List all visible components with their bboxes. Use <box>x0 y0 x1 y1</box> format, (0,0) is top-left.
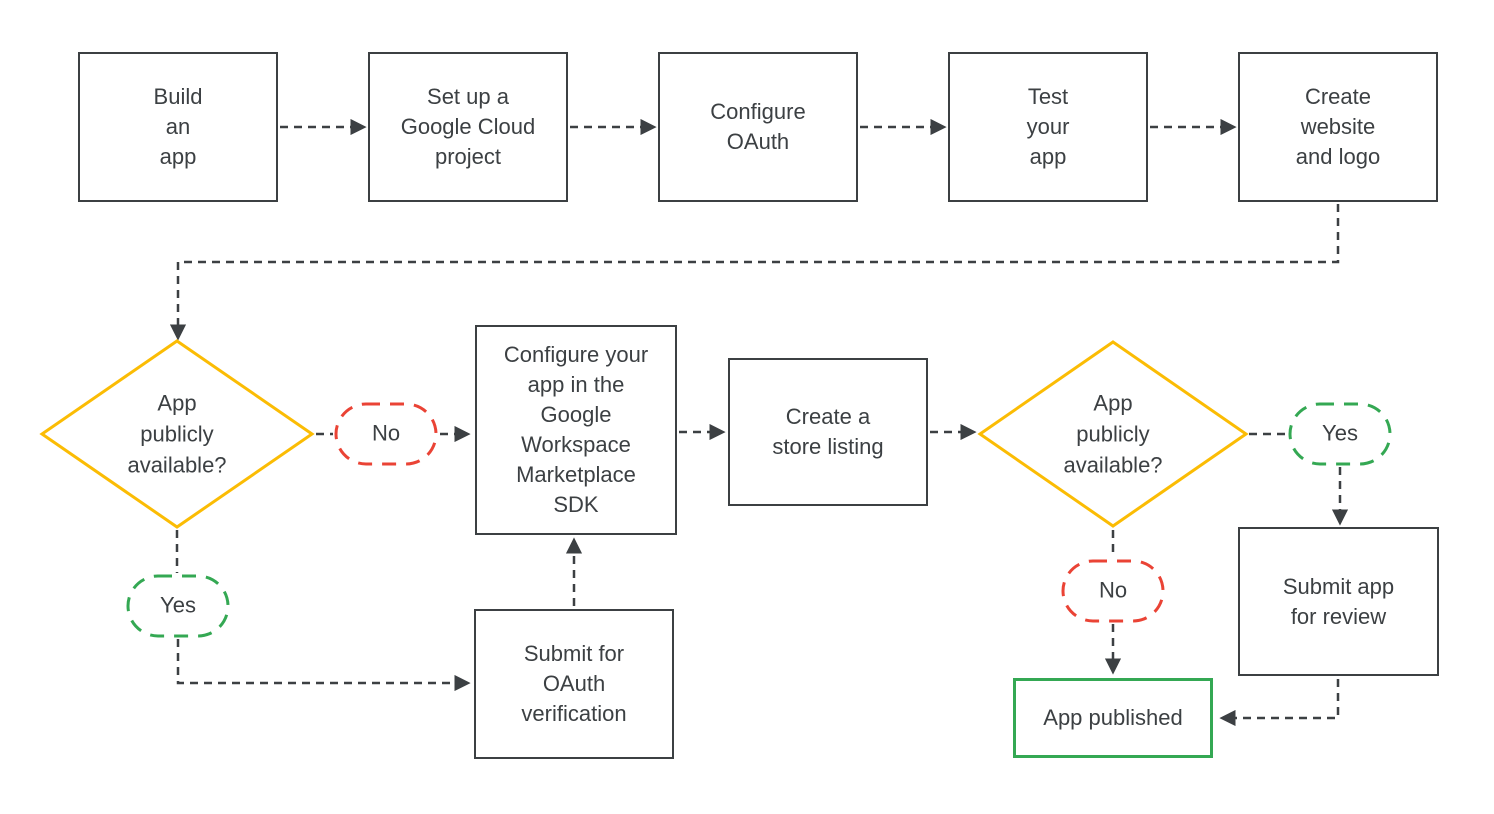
step-submit-app-for-review: Submit app for review <box>1238 527 1439 676</box>
step-create-website-and-logo: Create website and logo <box>1238 52 1438 202</box>
decision-left-shape <box>39 339 315 529</box>
no-right-shape <box>1061 559 1165 623</box>
yes-left-shape <box>126 574 230 638</box>
step-build-app: Build an app <box>78 52 278 202</box>
decision-right-label: App publicly available? <box>1063 390 1163 478</box>
branch-yes-left-label: Yes <box>160 592 196 618</box>
step-setup-google-cloud-project: Set up a Google Cloud project <box>368 52 568 202</box>
decision-left-label: App publicly available? <box>127 390 227 478</box>
branch-no-right-label: No <box>1098 577 1128 603</box>
yes-right-shape <box>1288 402 1392 466</box>
connector-review-to-published <box>1219 679 1340 727</box>
connector-yes-to-submit-oauth <box>176 639 471 692</box>
branch-yes-right-label: Yes <box>1322 420 1358 446</box>
step-create-store-listing: Create a store listing <box>728 358 928 506</box>
step-configure-marketplace-sdk: Configure your app in the Google Workspa… <box>475 325 677 535</box>
step-app-published: App published <box>1013 678 1213 758</box>
decision-right-shape <box>977 340 1249 528</box>
branch-no-left-label: No <box>371 420 401 446</box>
step-configure-oauth: Configure OAuth <box>658 52 858 202</box>
no-left-shape <box>334 402 438 466</box>
connector-website-to-decision1 <box>169 204 1340 341</box>
step-test-your-app: Test your app <box>948 52 1148 202</box>
step-submit-oauth-verification: Submit for OAuth verification <box>474 609 674 759</box>
